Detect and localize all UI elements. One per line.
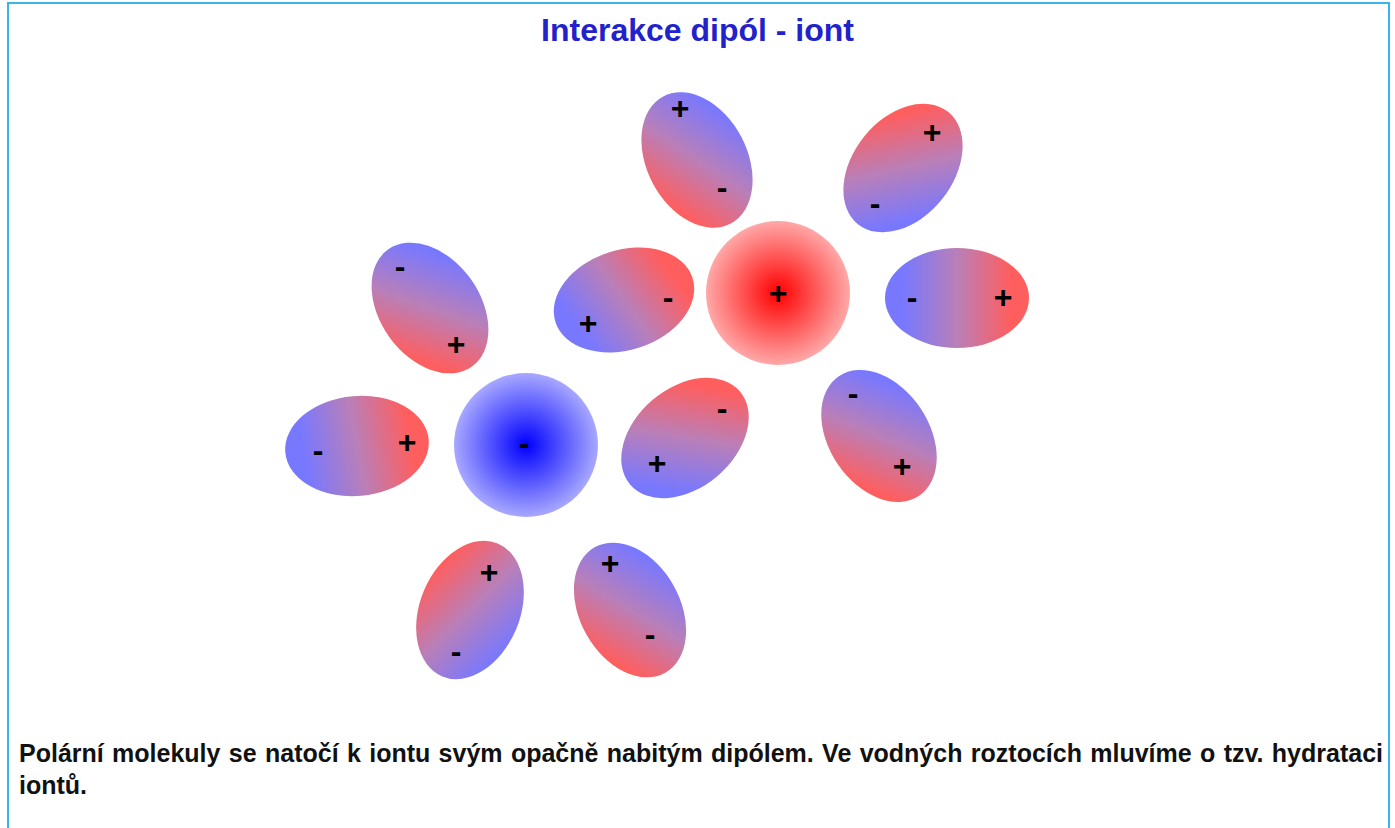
charge-sign: + [579, 307, 598, 339]
diagram-title: Interakce dipól - iont [0, 12, 1395, 49]
shape-outline [619, 82, 775, 238]
charge-sign: + [923, 116, 942, 148]
dipole-ellipse [619, 82, 775, 238]
charge-sign: - [451, 635, 462, 667]
charge-sign: - [663, 281, 674, 313]
charge-sign: - [717, 392, 728, 424]
dipole-ellipse [352, 230, 508, 386]
dipole-ellipse [801, 358, 957, 514]
shape-outline [801, 358, 957, 514]
charge-sign: - [870, 187, 881, 219]
shape-outline [392, 532, 548, 688]
dipole-molecule: +- [392, 532, 548, 688]
caption-text: Polární molekuly se natočí k iontu svým … [19, 737, 1383, 801]
charge-sign: - [313, 434, 324, 466]
charge-sign: + [601, 547, 620, 579]
ion-circle [706, 221, 850, 365]
charge-sign: - [645, 618, 656, 650]
charge-sign: + [480, 556, 499, 588]
dipole-molecule: -+ [607, 360, 763, 516]
dipole-molecule: +- [619, 82, 775, 238]
charge-sign: + [671, 92, 690, 124]
anion: - [448, 367, 604, 523]
charge-sign: + [893, 450, 912, 482]
cation: + [700, 215, 856, 371]
shape-outline [825, 90, 981, 246]
dipole-molecule: +- [552, 532, 708, 688]
shape-outline [607, 360, 763, 516]
dipole-ellipse [607, 360, 763, 516]
dipole-molecule: -+ [879, 220, 1035, 376]
shape-outline [546, 222, 702, 378]
dipole-molecule: +- [546, 222, 702, 378]
shape-outline [352, 230, 508, 386]
dipole-ellipse [825, 90, 981, 246]
charge-sign: - [717, 171, 728, 203]
charge-sign: + [769, 277, 788, 309]
charge-sign: - [395, 250, 406, 282]
dipole-molecule: -+ [279, 368, 435, 524]
dipole-ellipse [885, 248, 1029, 348]
ion-circle [454, 373, 598, 517]
charge-sign: - [519, 427, 530, 459]
charge-sign: + [447, 328, 466, 360]
dipole-molecule: +- [825, 90, 981, 246]
dipole-ellipse [546, 230, 702, 370]
charge-sign: - [848, 377, 859, 409]
dipole-ellipse [552, 532, 708, 688]
dipole-ellipse [396, 532, 544, 688]
charge-sign: + [648, 447, 667, 479]
charge-sign: + [994, 281, 1013, 313]
charge-sign: + [398, 426, 417, 458]
dipole-molecule: -+ [352, 230, 508, 386]
charge-sign: - [907, 281, 918, 313]
shape-outline [552, 532, 708, 688]
dipole-ellipse [281, 390, 433, 502]
dipole-molecule: -+ [801, 358, 957, 514]
